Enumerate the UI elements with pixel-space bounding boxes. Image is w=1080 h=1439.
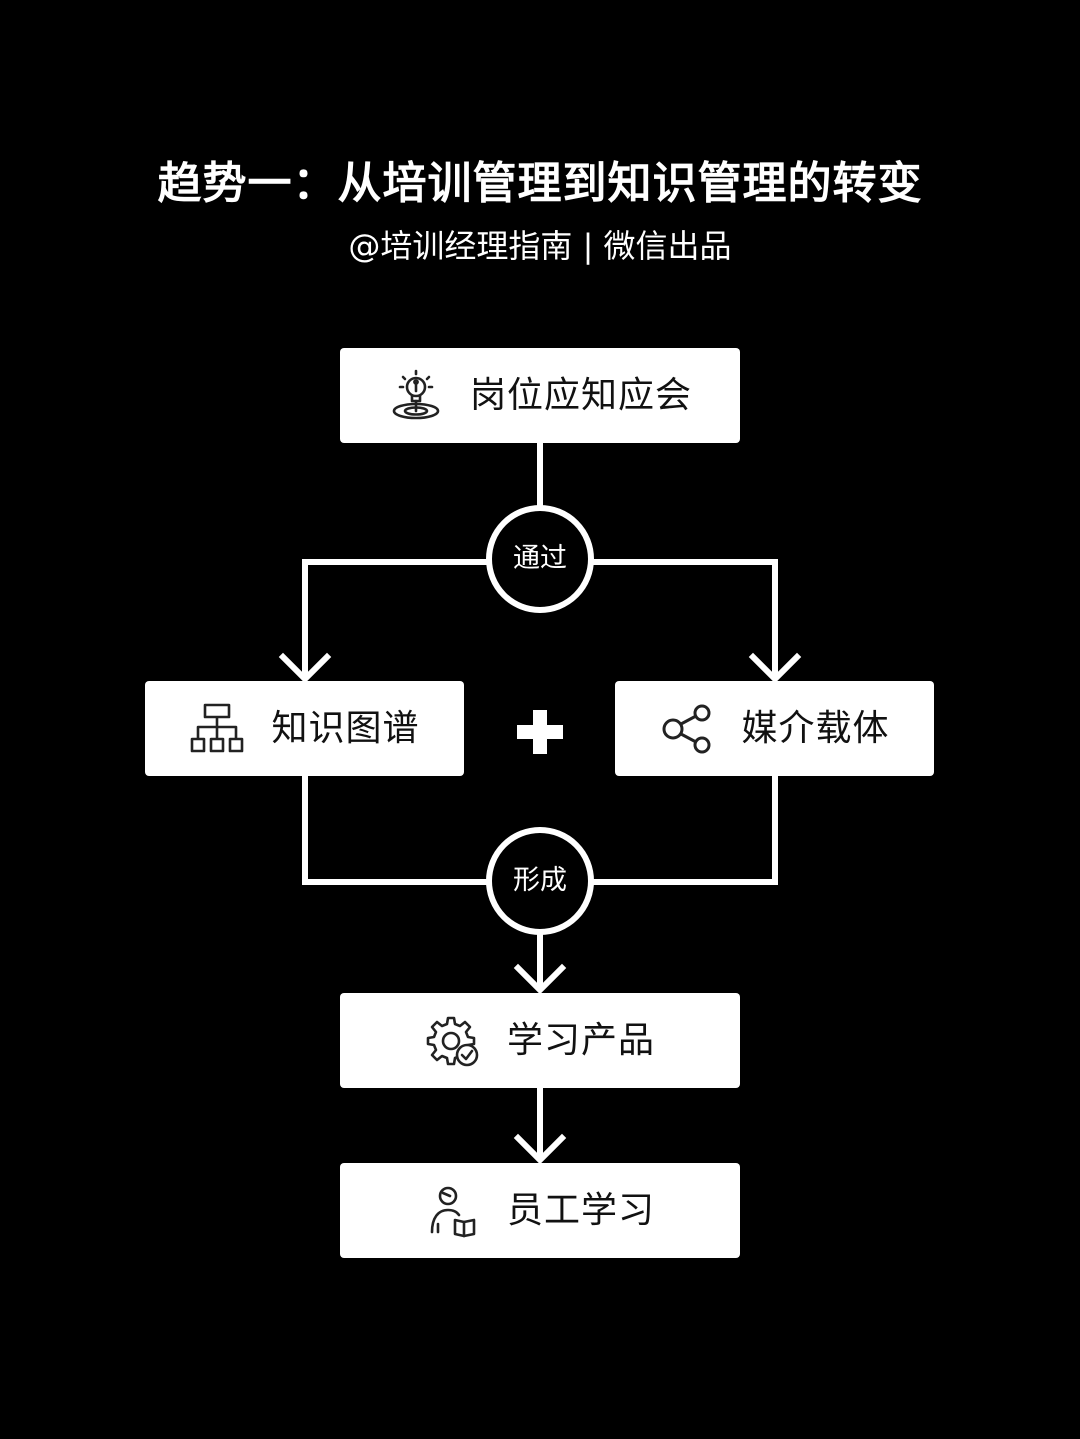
node-learning-product-label: 学习产品 <box>506 1019 655 1061</box>
through-circle <box>486 505 594 613</box>
hierarchy-icon <box>189 701 245 757</box>
form-circle <box>486 827 594 935</box>
node-media-carrier-label: 媒介载体 <box>741 707 890 749</box>
gear-check-icon <box>425 1013 481 1069</box>
line-through-to-left <box>302 559 492 677</box>
node-job-knowledge: 岗位应知应会 <box>340 348 740 443</box>
node-learning-product: 学习产品 <box>340 993 740 1088</box>
node-knowledge-graph: 知识图谱 <box>145 681 464 776</box>
node-employee-learning: 员工学习 <box>340 1163 740 1258</box>
plus-icon <box>517 710 563 754</box>
arrowhead-right <box>748 652 802 684</box>
line-through-to-right <box>588 559 778 677</box>
node-media-carrier: 媒介载体 <box>615 681 934 776</box>
share-nodes-icon <box>659 701 715 757</box>
page-subtitle: @培训经理指南 | 微信出品 <box>348 227 732 265</box>
lightbulb-target-icon <box>388 368 444 424</box>
through-label: 通过 <box>513 543 567 574</box>
node-job-knowledge-label: 岗位应知应会 <box>469 374 692 416</box>
line-right-to-form <box>588 773 778 885</box>
page-title: 趋势一：从培训管理到知识管理的转变 <box>157 158 923 209</box>
form-label: 形成 <box>513 865 567 896</box>
node-employee-learning-label: 员工学习 <box>506 1189 655 1231</box>
arrowhead-product <box>513 963 567 995</box>
arrowhead-left <box>278 652 332 684</box>
line-left-to-form <box>302 773 492 885</box>
node-knowledge-graph-label: 知识图谱 <box>271 707 420 749</box>
arrowhead-learn <box>513 1133 567 1165</box>
person-book-icon <box>425 1183 481 1239</box>
